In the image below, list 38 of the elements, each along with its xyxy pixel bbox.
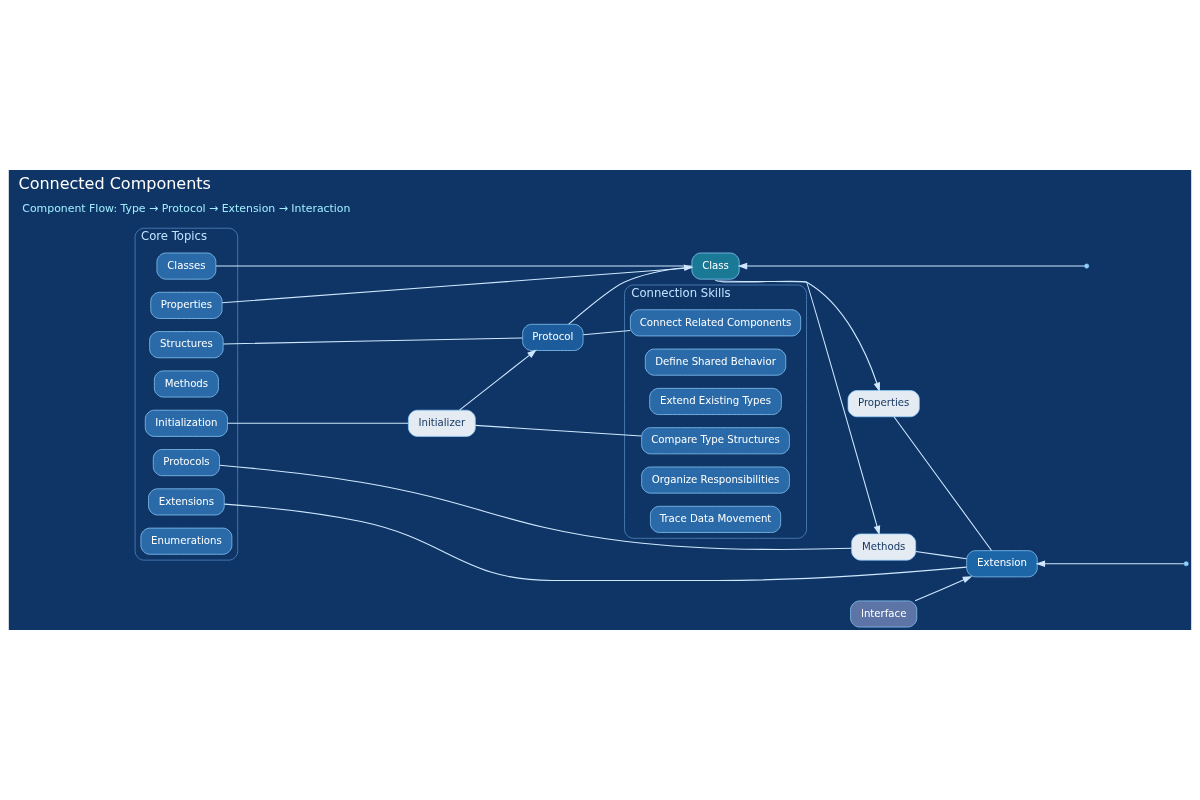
- node-box: Initializer: [408, 409, 476, 437]
- node-box: Compare Type Structures: [641, 427, 790, 455]
- arrow: [715, 279, 881, 536]
- connector: [582, 329, 631, 336]
- node-box: Class: [691, 252, 740, 280]
- node-box: Initialization: [144, 409, 228, 437]
- node-box: Enumerations: [140, 527, 233, 555]
- node-box: Protocols: [152, 449, 220, 477]
- arrow: [458, 349, 537, 411]
- node-box: Interface: [850, 600, 918, 628]
- arrow: [737, 262, 1086, 270]
- connector: [215, 265, 693, 267]
- node-box: Properties: [150, 291, 223, 319]
- node-box: Trace Data Movement: [650, 505, 782, 533]
- connector: [222, 337, 523, 345]
- label: Component Flow: Type → Protocol → Extension → Interaction: [22, 201, 351, 215]
- diagram-title: Connected Components: [18, 173, 211, 193]
- arrow: [914, 576, 973, 602]
- connector: [915, 550, 968, 560]
- connector: [474, 424, 642, 437]
- arrow: [715, 279, 880, 393]
- connector: [893, 416, 993, 552]
- connector: [221, 267, 693, 304]
- arrow: [568, 264, 694, 325]
- arrow: [1035, 560, 1185, 568]
- node-box: Methods: [154, 370, 219, 398]
- node-box: Methods: [851, 533, 917, 561]
- node-box: Extensions: [148, 488, 225, 516]
- node-box: Define Shared Behavior: [644, 348, 787, 376]
- node-box: Extension: [966, 550, 1038, 578]
- node-box: Classes: [156, 252, 217, 280]
- node-box: Properties: [847, 390, 920, 418]
- node-box: Protocol: [522, 323, 584, 351]
- node-box: Connect Related Components: [630, 309, 802, 337]
- connector: [227, 422, 409, 424]
- node-box: Structures: [149, 331, 224, 359]
- node-box: Organize Responsibilities: [641, 466, 790, 494]
- node-box: Extend Existing Types: [649, 388, 782, 415]
